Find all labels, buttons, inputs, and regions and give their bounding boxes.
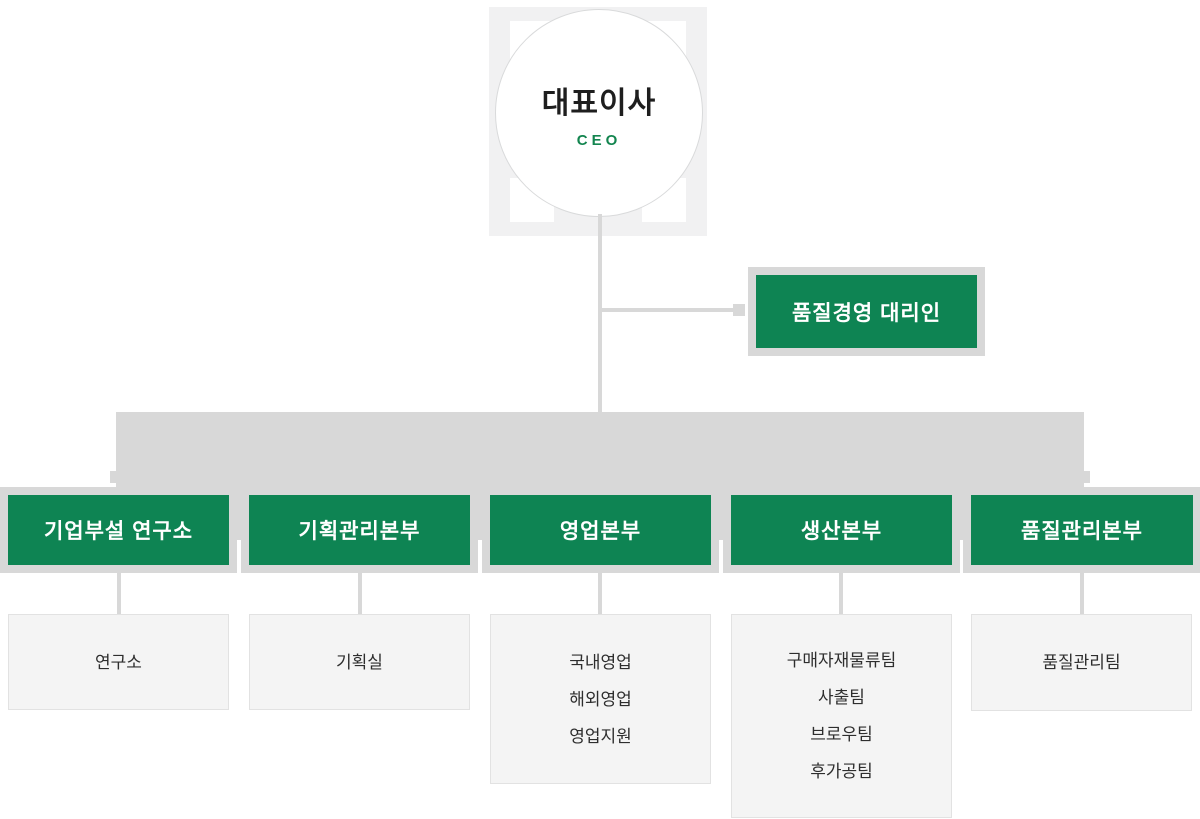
- dept-label: 기업부설 연구소: [43, 520, 194, 543]
- ceo-subtitle: CEO: [576, 131, 622, 149]
- dept-label: 품질관리본부: [1021, 520, 1143, 543]
- dept-label: 생산본부: [800, 520, 883, 543]
- connector-staff-branch: [600, 308, 733, 312]
- quality-rep-label: 품질경영 대리인: [791, 301, 942, 325]
- team-item: 브로우팀: [810, 725, 873, 744]
- connector-bar-tab-right: [1078, 471, 1090, 483]
- team-list-quality: 품질관리팀: [971, 614, 1192, 711]
- connector-child: [358, 573, 362, 614]
- dept-label: 영업본부: [559, 520, 642, 543]
- team-item: 구매자재물류팀: [786, 651, 897, 670]
- dept-node-sales: 영업본부: [482, 487, 719, 573]
- dept-node-research-institute: 기업부설 연구소: [0, 487, 237, 573]
- connector-main-vertical: [598, 214, 602, 412]
- team-item: 연구소: [95, 652, 142, 672]
- team-item: 국내영업: [569, 652, 632, 672]
- dept-box: 생산본부: [731, 495, 952, 565]
- connector-staff-tab: [733, 304, 745, 316]
- dept-box: 기획관리본부: [249, 495, 470, 565]
- team-list-production: 구매자재물류팀 사출팀 브로우팀 후가공팀: [731, 614, 952, 818]
- dept-box: 기업부설 연구소: [8, 495, 229, 565]
- team-list-sales: 국내영업 해외영업 영업지원: [490, 614, 711, 784]
- dept-label: 기획관리본부: [298, 520, 421, 543]
- dept-box: 품질관리본부: [971, 495, 1193, 565]
- team-item: 영업지원: [569, 726, 632, 746]
- dept-node-planning-management: 기획관리본부: [241, 487, 478, 573]
- ceo-node: 대표이사 CEO: [495, 9, 703, 217]
- dept-node-production: 생산본부: [723, 487, 960, 573]
- dept-node-quality-management: 품질관리본부: [963, 487, 1200, 573]
- team-item: 해외영업: [569, 689, 632, 709]
- team-list-planning: 기획실: [249, 614, 470, 710]
- ceo-title: 대표이사: [541, 86, 657, 120]
- connector-child: [117, 573, 121, 614]
- quality-rep-node: 품질경영 대리인: [748, 267, 985, 356]
- team-item: 사출팀: [818, 688, 865, 707]
- team-item: 품질관리팀: [1042, 653, 1121, 672]
- connector-child: [839, 573, 843, 614]
- dept-box: 영업본부: [490, 495, 711, 565]
- team-item: 기획실: [336, 652, 383, 672]
- team-list-research: 연구소: [8, 614, 229, 710]
- quality-rep-box: 품질경영 대리인: [756, 275, 977, 348]
- connector-bar-tab-left: [110, 471, 122, 483]
- team-item: 후가공팀: [810, 762, 873, 781]
- connector-child: [1080, 573, 1084, 614]
- connector-child: [598, 573, 602, 614]
